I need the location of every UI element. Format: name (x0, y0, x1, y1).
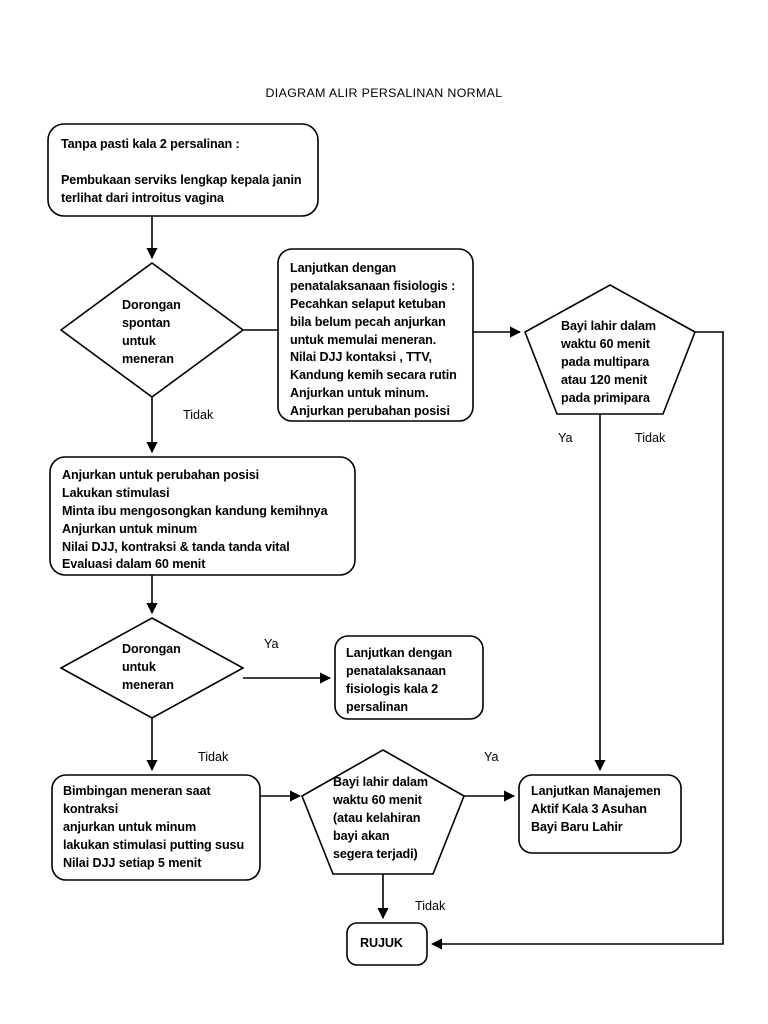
shape-rujuk (346, 922, 428, 966)
pentagon-bayi-lahir-top-text: Bayi lahir dalam waktu 60 menit pada mul… (561, 319, 656, 405)
shape-start-box (47, 123, 319, 217)
edge-label-ya-decision2: Ya (264, 637, 279, 651)
edge-pentagon-top-tidak-to-rujuk (430, 331, 724, 950)
bimbingan-meneran-text: Bimbingan meneran saat kontraksi anjurka… (63, 784, 245, 870)
edge-label-tidak-pentagon-bottom: Tidak (415, 899, 446, 913)
lanjutkan-kala2-text: Lanjutkan dengan penatalaksanaan fisiolo… (346, 646, 453, 714)
start-box-text: Tanpa pasti kala 2 persalinan : Pembukaa… (61, 137, 302, 205)
decision-dorongan-spontan-text: Dorongan spontan untuk meneran (122, 298, 181, 366)
decision-dorongan-untuk-meneran-text: Dorongan untuk meneran (122, 642, 181, 692)
shape-lanjutkan-kala2 (334, 635, 484, 720)
shape-bimbingan-meneran (51, 774, 261, 881)
pentagon-bayi-lahir-bottom-text: Bayi lahir dalam waktu 60 menit (atau ke… (333, 775, 428, 861)
edge-label-ya-pentagon-bottom: Ya (484, 750, 499, 764)
edge-label-ya-pentagon-top: Ya (558, 431, 573, 445)
anjurkan-perubahan-text: Anjurkan untuk perubahan posisi Lakukan … (62, 468, 328, 572)
rujuk-text: RUJUK (360, 936, 403, 950)
edge-label-tidak-decision1: Tidak (183, 408, 214, 422)
shape-lanjutkan-manajemen (518, 774, 682, 854)
edge-label-tidak-pentagon-top: Tidak (635, 431, 666, 445)
page-title: DIAGRAM ALIR PERSALINAN NORMAL (265, 86, 503, 100)
lanjutkan-manajemen-text: Lanjutkan Manajemen Aktif Kala 3 Asuhan … (531, 784, 661, 834)
edge-label-tidak-decision2: Tidak (198, 750, 229, 764)
lanjutkan-fisiologis-text: Lanjutkan dengan penatalaksanaan fisiolo… (290, 261, 457, 418)
shape-pentagon-bayi-lahir-top (524, 284, 696, 415)
shape-anjurkan-perubahan (49, 456, 356, 576)
shape-lanjutkan-fisiologis (277, 248, 474, 422)
